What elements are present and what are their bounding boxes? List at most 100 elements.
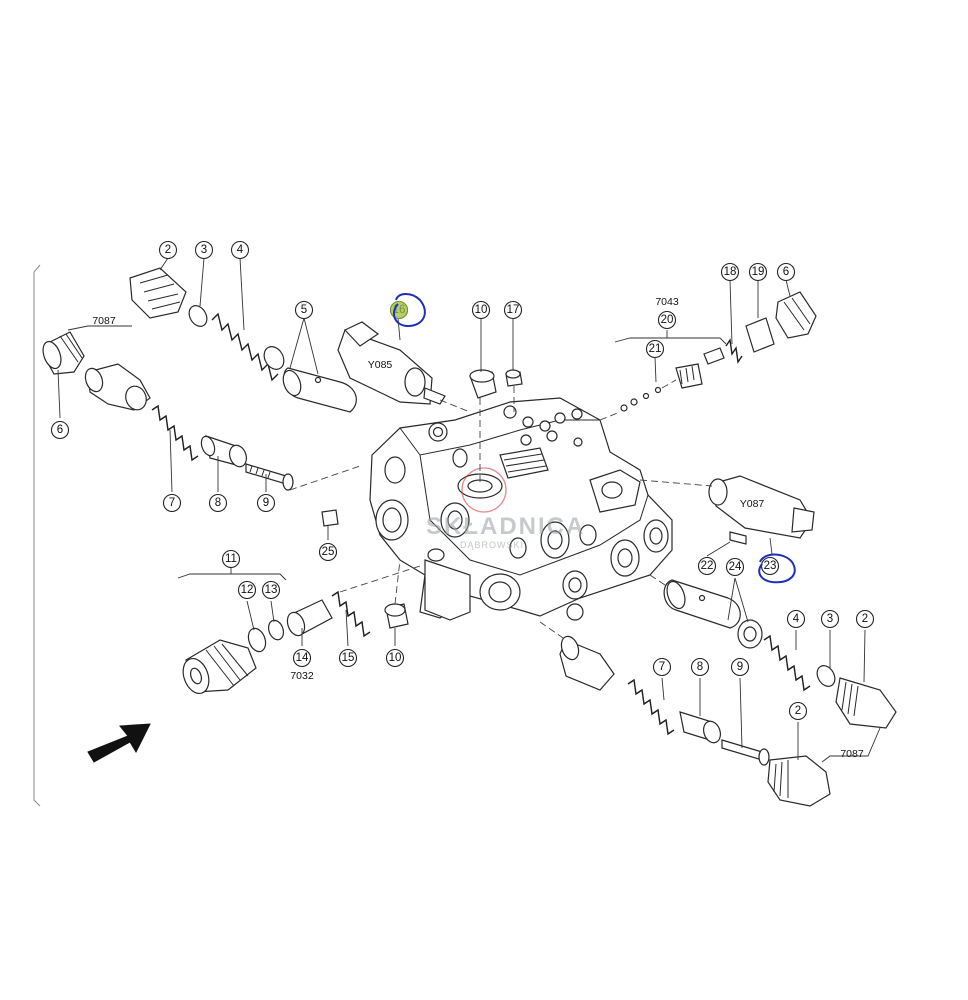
- leader-18: [729, 279, 733, 345]
- part-oring-13: [267, 619, 285, 641]
- leader-lines: [57, 257, 881, 763]
- valve-body-face-edge: [419, 454, 649, 576]
- callout-label: 24: [729, 561, 742, 573]
- body-bolt-6: [546, 430, 558, 442]
- code-labels: 7087 Y085 7043 Y087 7032 7087: [92, 296, 864, 760]
- callout-c-11: 11: [221, 549, 241, 569]
- callout-c-2-bot: 2: [788, 701, 808, 721]
- callout-label: 14: [296, 652, 309, 664]
- callout-circle: [292, 648, 312, 668]
- leader-11-bracket: [177, 573, 287, 581]
- callout-circle: [221, 549, 241, 569]
- leader-22: [706, 541, 731, 557]
- callout-c-2-tl: 2: [158, 240, 178, 260]
- part-plug-2-bottom: [767, 755, 831, 807]
- callout-label: 10: [389, 652, 402, 664]
- part-spring-4-right: [763, 634, 811, 692]
- part-ball-4: [654, 386, 662, 394]
- bottom-left-assembly: [182, 590, 409, 695]
- callout-circle: [256, 493, 276, 513]
- callout-c-13: 13: [261, 580, 281, 600]
- callout-label: 8: [697, 661, 703, 673]
- part-spring-7-left: [151, 404, 199, 462]
- solenoid-y087-assembly: [708, 475, 815, 545]
- callout-label: 6: [783, 266, 789, 278]
- leader-5: [289, 317, 319, 375]
- callout-c-24: 24: [725, 557, 745, 577]
- body-bolt-8: [503, 405, 517, 419]
- frame-bracket-lower: [33, 540, 41, 807]
- body-port-lower-3: [566, 603, 584, 621]
- leader-6-l: [57, 369, 61, 419]
- frame-bracket-upper: [33, 264, 41, 545]
- valve-body-outline: [369, 397, 673, 619]
- direction-arrow-icon: [87, 723, 151, 763]
- callout-c-22: 22: [697, 556, 717, 576]
- leader-7087-right: [821, 727, 881, 763]
- hand-highlights: [390, 293, 796, 584]
- callout-c-7-br: 7: [652, 657, 672, 677]
- part-plug-2-top-left-thread: [139, 274, 181, 310]
- callout-circle: [820, 609, 840, 629]
- callout-label: 6: [57, 424, 63, 436]
- part-fitting-21: [675, 363, 703, 389]
- part-plug-2-right-thread: [841, 681, 859, 717]
- callout-c-7-l: 7: [162, 493, 182, 513]
- callout-label: 4: [793, 613, 800, 625]
- callout-label: 2: [165, 244, 171, 256]
- callout-c-8-l: 8: [208, 493, 228, 513]
- right-middle-spool: [321, 509, 763, 649]
- leader-7087-left: [67, 325, 132, 331]
- part-plug-6-left-thread: [59, 333, 83, 363]
- leader-2-tl: [159, 257, 169, 271]
- callout-label: 11: [225, 553, 237, 565]
- callout-circle: [261, 580, 281, 600]
- valve-body-pad-ribs: [503, 453, 547, 473]
- leader-16: [397, 317, 401, 341]
- part-plug-17-face: [505, 369, 521, 379]
- callout-label: 10: [475, 304, 488, 316]
- part-oring-3-top-left: [188, 305, 208, 327]
- highlight-blue-loop-16: [392, 293, 426, 328]
- callout-label: 15: [342, 652, 355, 664]
- body-port-front-5-inner: [649, 527, 663, 545]
- part-plug-6-top-right-thread: [783, 297, 811, 331]
- body-bolt-2: [539, 420, 551, 432]
- callout-c-10-bot: 10: [385, 648, 405, 668]
- part-washer-top-left: [263, 346, 285, 370]
- part-fitting-21-thread: [679, 365, 695, 385]
- callout-label: 9: [737, 661, 743, 673]
- highlight-green-dot: [390, 301, 408, 319]
- part-plug-10-bottom-face: [384, 603, 406, 617]
- part-solenoid-16-connector: [343, 321, 380, 347]
- callout-c-23: 23: [760, 556, 780, 576]
- code-solenoid-right: Y087: [740, 498, 765, 510]
- solenoid-y085-assembly: [337, 321, 446, 405]
- body-port-left-1-inner: [382, 507, 402, 533]
- part-screw-22: [729, 531, 747, 545]
- leader-7-l: [169, 429, 173, 493]
- part-piston-right-face: [560, 635, 580, 661]
- leader-9-br: [739, 677, 743, 749]
- leader-20-bracket: [614, 337, 727, 345]
- callout-label: 3: [201, 244, 207, 256]
- callout-c-15: 15: [338, 648, 358, 668]
- callout-c-6-l: 6: [50, 420, 70, 440]
- callout-c-10-top: 10: [471, 300, 491, 320]
- code-solenoid-left: Y085: [368, 359, 393, 371]
- top-left-assembly: [42, 267, 357, 491]
- body-port-lower-2-inner: [568, 577, 582, 593]
- watermark: SKŁADNICA DĄBROWSKI: [426, 467, 583, 550]
- callout-circle: [208, 493, 228, 513]
- callout-label: 17: [507, 304, 520, 316]
- callout-c-8-br: 8: [690, 657, 710, 677]
- callout-circle: [730, 657, 750, 677]
- axis-solenoid-y085: [439, 399, 471, 413]
- leader-13: [270, 600, 275, 623]
- callout-c-3-tl: 3: [194, 240, 214, 260]
- part-piston-left-face: [84, 367, 104, 393]
- part-plug-2-top-left: [129, 267, 187, 319]
- axis-spring-15: [339, 565, 421, 593]
- part-bolt-9-left-thread: [249, 465, 271, 479]
